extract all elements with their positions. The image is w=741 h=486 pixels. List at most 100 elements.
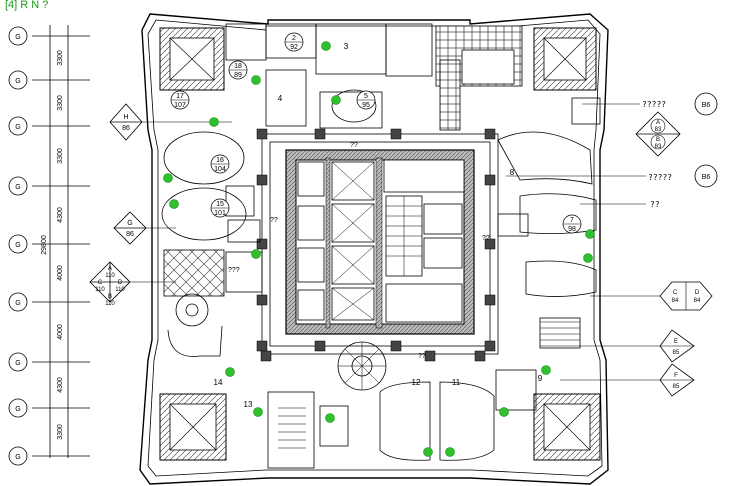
dimension-label: 3300 <box>57 148 64 164</box>
green-marker <box>583 253 593 263</box>
green-marker <box>251 249 261 259</box>
green-marker <box>585 229 595 239</box>
b6-bubble-mid: B6 <box>694 164 718 188</box>
axis-bubble-label: G <box>15 184 20 191</box>
column <box>314 128 326 140</box>
column <box>424 350 436 362</box>
axis-bubble-label: G <box>15 124 20 131</box>
green-marker <box>253 407 263 417</box>
svg-text:84: 84 <box>694 298 701 304</box>
g86-letter: G <box>127 220 132 227</box>
room-number: 18 <box>234 63 242 70</box>
dimension-label: 3300 <box>57 95 64 111</box>
column <box>256 340 268 352</box>
tag-e-85: E 85 <box>659 329 695 363</box>
right-rooms <box>497 193 597 349</box>
axis-bubble-label: G <box>15 406 20 413</box>
axis-bubble-label: G <box>15 242 20 249</box>
column <box>256 128 268 140</box>
left-tag-d: D <box>118 280 123 286</box>
column <box>474 350 486 362</box>
axis-bubble: G <box>8 234 28 254</box>
left-tag-b-num: 110 <box>105 301 115 307</box>
dimension-label: 4300 <box>57 207 64 223</box>
left-rooms <box>161 131 263 297</box>
corner-text: [4] R N ? <box>5 0 48 11</box>
room-area: 95 <box>362 102 370 109</box>
green-marker <box>251 75 261 85</box>
room-area: 92 <box>290 44 298 51</box>
axis-bubble-label: G <box>15 34 20 41</box>
right-leader-lines <box>506 103 660 381</box>
left-tag-b: B <box>108 294 112 300</box>
room-number: 5 <box>364 93 368 100</box>
dimension-label: 3300 <box>57 50 64 66</box>
label-q4: ?? <box>418 353 426 360</box>
dimension-label: 3300 <box>57 424 64 440</box>
room-area: 89 <box>234 72 242 79</box>
svg-text:A: A <box>656 120 660 126</box>
svg-text:C: C <box>673 290 678 296</box>
axis-bubble: G <box>8 176 28 196</box>
svg-text:83: 83 <box>655 144 662 150</box>
tag-ab-83: A 83 B 83 <box>635 111 681 157</box>
h86-number: 86 <box>122 125 130 132</box>
corner-core-bottom-left <box>159 393 227 461</box>
green-marker <box>445 447 455 457</box>
left-tag-a: A <box>108 266 112 272</box>
axis-bubble-label: G <box>15 454 20 461</box>
svg-text:D: D <box>695 290 700 296</box>
column <box>256 238 268 250</box>
room-bubble: 8 <box>510 168 515 177</box>
room-bubble: 595 <box>356 90 376 110</box>
svg-text:E: E <box>674 339 678 345</box>
column <box>260 350 272 362</box>
dimension-label: 4000 <box>57 324 64 340</box>
left-tag-c: C <box>98 280 103 286</box>
axis-bubble-label: G <box>15 300 20 307</box>
axis-bubble: G <box>8 352 28 372</box>
room-bubble: 292 <box>284 32 304 52</box>
bottom-stair <box>278 407 306 449</box>
tag-cd-84: C 84 D 84 <box>659 281 713 311</box>
axis-bubble: G <box>8 26 28 46</box>
callout-label-small: ?? <box>650 200 660 209</box>
h86-letter: H <box>123 114 128 121</box>
green-marker <box>325 413 335 423</box>
callout-label-mid: ????? <box>648 173 672 182</box>
green-marker <box>169 199 179 209</box>
column <box>390 340 402 352</box>
axis-bubble: G <box>8 116 28 136</box>
green-marker <box>163 173 173 183</box>
room-number: 7 <box>570 217 574 224</box>
axis-bubble-label: G <box>15 360 20 367</box>
green-marker <box>331 95 341 105</box>
corner-core-top-right <box>533 27 597 91</box>
axis-bubble: G <box>8 398 28 418</box>
room-bubble: 4 <box>278 94 283 103</box>
svg-text:B6: B6 <box>702 102 711 109</box>
room-number: 16 <box>216 157 224 164</box>
column <box>256 294 268 306</box>
room-number: 13 <box>244 400 253 409</box>
room-number: 9 <box>538 374 543 383</box>
bottom-rooms <box>267 369 537 469</box>
svg-text:85: 85 <box>673 384 680 390</box>
section-mark-h86: H 86 <box>109 103 232 141</box>
central-core <box>285 149 475 335</box>
b6-bubble-top: B6 <box>694 92 718 116</box>
green-marker <box>225 367 235 377</box>
room-bubble: 12 <box>412 378 421 387</box>
room-number: 14 <box>214 378 223 387</box>
room-area: 107 <box>174 102 186 109</box>
svg-text:B6: B6 <box>702 174 711 181</box>
room-area: 101 <box>214 210 226 217</box>
left-grid-axis <box>32 25 90 458</box>
dimension-label: 4000 <box>57 265 64 281</box>
axis-bubble-label: G <box>15 78 20 85</box>
room-number: 3 <box>344 42 349 51</box>
